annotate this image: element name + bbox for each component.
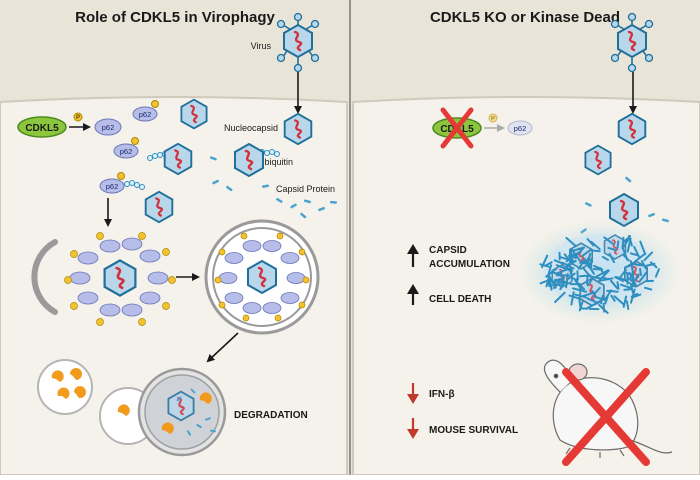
nucleocapsid: [165, 144, 192, 174]
virus-label: Virus: [251, 41, 272, 51]
capsid-fragment: [579, 299, 580, 309]
nucleocapsid: [235, 144, 263, 176]
p62-molecule: p62: [95, 119, 121, 135]
nucleocapsid: [619, 114, 646, 144]
right-panel-title: CDKL5 KO or Kinase Dead: [430, 9, 620, 26]
nucleocapsid: [585, 146, 610, 175]
capsid-fragment: [618, 241, 619, 247]
autophagosome: [206, 221, 318, 333]
capsid-fragment: [627, 301, 628, 309]
cdkl5-label: CDKL5: [25, 123, 59, 134]
capsid-fragment: [548, 280, 549, 287]
left-panel-title: Role of CDKL5 in Virophagy: [75, 9, 275, 26]
nucleocapsid-label: Nucleocapsid: [224, 123, 278, 133]
ifn-beta-label: IFN-β: [429, 389, 455, 400]
capsid-protein-label: Capsid Protein: [276, 184, 335, 194]
capsid-fragment: [640, 269, 641, 275]
capsid-accumulation-label-line1: CAPSID: [429, 245, 467, 256]
capsid-fragment: [607, 291, 618, 292]
svg-text:p62: p62: [139, 110, 152, 119]
capsid-fragment: [587, 276, 588, 284]
svg-text:p62: p62: [106, 182, 119, 191]
capsid-accumulation-label-line2: ACCUMULATION: [429, 259, 510, 270]
cell-death-label: CELL DEATH: [429, 294, 491, 305]
nucleocapsid: [285, 114, 312, 144]
nucleocapsid: [146, 192, 173, 222]
phospho-label: P: [491, 116, 495, 122]
svg-text:p62: p62: [120, 147, 133, 156]
degradation-label: DEGRADATION: [234, 410, 308, 421]
lysosome: [38, 360, 92, 414]
p62-label: p62: [514, 124, 527, 133]
svg-text:p62: p62: [102, 123, 115, 132]
mouse-survival-label: MOUSE SURVIVAL: [429, 425, 518, 436]
capsid-fragment: [554, 282, 566, 283]
capsid-fragment: [590, 250, 600, 251]
nucleocapsid: [181, 100, 206, 129]
phospho-label: P: [76, 115, 80, 121]
capsid-fragment: [577, 271, 578, 279]
capsid-aggregate: [520, 220, 680, 324]
